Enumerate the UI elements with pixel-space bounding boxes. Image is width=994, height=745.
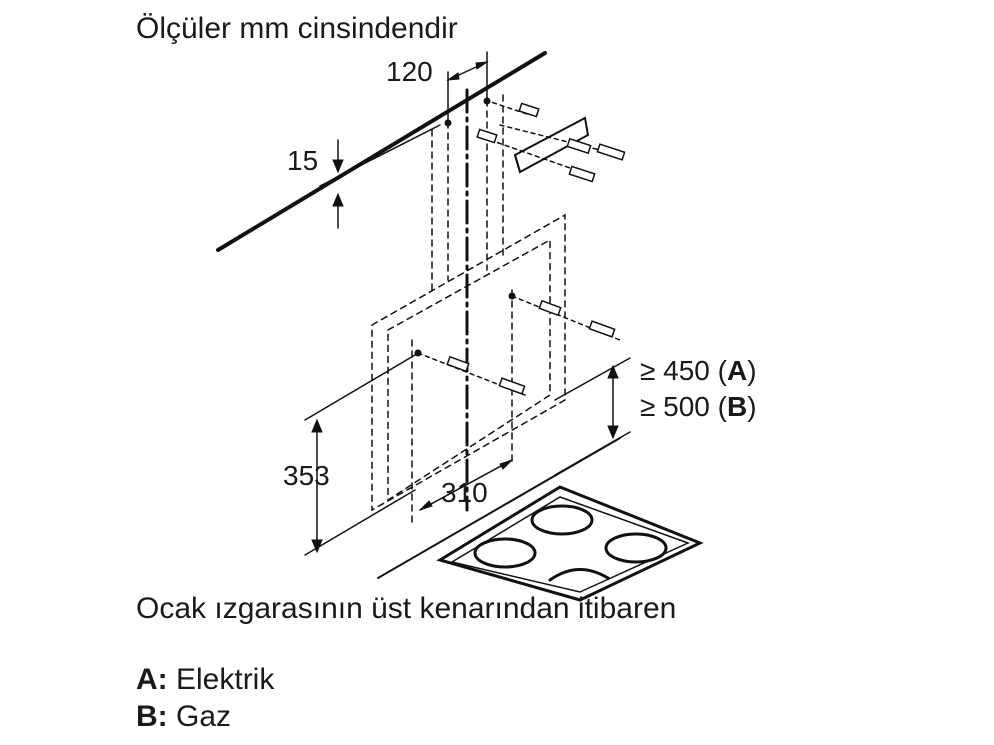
dim-label-15: 15	[287, 145, 319, 176]
dim-label-353: 353	[283, 460, 330, 491]
dim-label-120: 120	[386, 56, 433, 87]
dim-label-310: 310	[441, 477, 488, 508]
clearance-arrow-bot	[607, 425, 619, 440]
hob-zone-2	[473, 537, 537, 569]
plug-upper-2	[476, 128, 498, 144]
hob-zone-1	[530, 504, 594, 536]
plug-upper-3	[566, 137, 592, 155]
hob-zone-4	[548, 568, 610, 582]
legend-item-a: A: Elektrik	[136, 665, 274, 695]
plug-upper-5	[568, 165, 596, 183]
dim-353-ext-top	[304, 354, 416, 421]
ceiling-line	[216, 51, 547, 252]
clearance-gas-letter: B	[726, 391, 748, 422]
hob-inner	[450, 496, 690, 593]
hole-lower-1	[508, 292, 516, 300]
hob-outline	[436, 485, 704, 602]
dim-15-ext	[319, 124, 441, 187]
screw-upper-3	[499, 124, 621, 156]
clearance-electric-letter: A	[726, 355, 748, 386]
plug-lower-3	[446, 355, 470, 373]
reference-note: Ocak ızgarasının üst kenarından itibaren	[136, 592, 677, 625]
hood-outline-outer	[371, 213, 566, 512]
dim-310-arrow-right	[499, 459, 513, 470]
legend-label-b: Gaz	[176, 700, 232, 733]
legend-label-a: Elektrik	[176, 663, 275, 696]
legend-key-a: A:	[136, 663, 168, 696]
dim-15-arrow-b	[332, 192, 344, 207]
plug-lower-2	[588, 320, 616, 338]
counter-line	[377, 437, 621, 579]
hole-upper-1	[444, 119, 452, 127]
dim-353-arrow-top	[311, 418, 323, 433]
legend-key-b: B:	[136, 700, 168, 733]
hood-outline-inner	[387, 238, 551, 502]
units-note: Ölçüler mm cinsindendir	[136, 12, 458, 45]
plug-lower-4	[498, 377, 526, 395]
dim-310-arrow-left	[419, 500, 433, 511]
upper-bracket-lip	[514, 154, 521, 173]
hole-lower-2	[414, 349, 422, 357]
plug-lower-1	[538, 299, 562, 317]
plug-upper-4	[596, 143, 626, 161]
clearance-arrow-top	[607, 364, 619, 379]
dim-353-ext-bot	[304, 489, 416, 556]
legend-item-b: B: Gaz	[136, 702, 231, 732]
dim-353-arrow-bot	[311, 539, 323, 554]
dim-15-arrow-a	[332, 159, 344, 174]
dim-120-arrow-2	[475, 61, 489, 70]
clearance-ext-top	[554, 357, 631, 401]
plug-upper-1	[518, 102, 540, 118]
dim-310-line	[419, 459, 513, 511]
hole-upper-2	[483, 97, 491, 105]
dim-120-arrow	[446, 72, 460, 81]
clearance-electric: ≥ 450 (A)	[640, 355, 757, 386]
hob-zone-3	[604, 532, 668, 564]
clearance-gas: ≥ 500 (B)	[640, 391, 757, 422]
